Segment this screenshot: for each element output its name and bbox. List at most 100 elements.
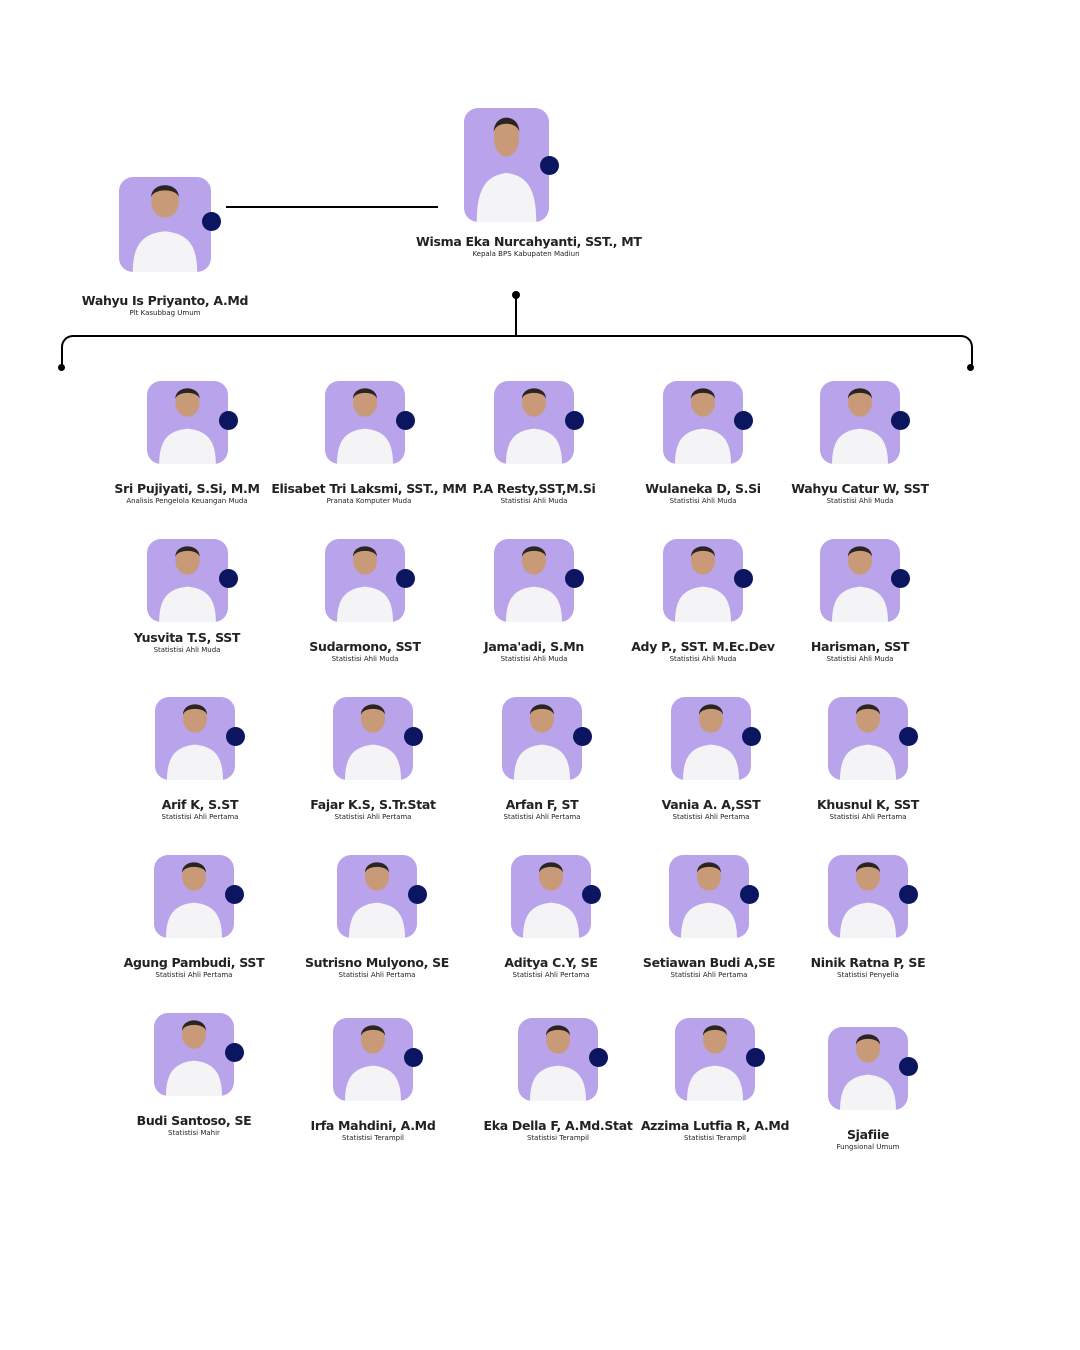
person-name: Fajar K.S, S.Tr.Stat (310, 797, 436, 812)
badge-dot (899, 727, 918, 746)
connector-node (512, 291, 520, 299)
person-photo-icon (349, 861, 405, 938)
person-role: Statistisi Mahir (168, 1129, 220, 1137)
person-name: Sri Pujiyati, S.Si, M.M (114, 481, 260, 496)
profile-photo (154, 1013, 234, 1096)
profile-photo (147, 539, 228, 622)
profile-photo (511, 855, 591, 938)
badge-dot (746, 1048, 765, 1067)
person-name: Wahyu Catur W, SST (791, 481, 929, 496)
profile-photo (663, 539, 743, 622)
profile-photo (828, 697, 908, 780)
person-photo-icon (132, 184, 198, 272)
profile-photo (675, 1018, 755, 1101)
badge-dot (396, 569, 415, 588)
person-photo-icon (530, 1024, 586, 1101)
badge-dot (219, 411, 238, 430)
person-name: Arfan F, ST (505, 797, 579, 812)
person-photo-icon (345, 703, 401, 780)
person-name: P.A Resty,SST,M.Si (472, 481, 596, 496)
connector-node-left (58, 364, 65, 371)
person-role: Statistisi Ahli Muda (826, 497, 894, 505)
person-name: Eka Della F, A.Md.Stat (483, 1118, 633, 1133)
person-role: Statistisi Ahli Pertama (334, 813, 412, 821)
person-photo-icon (840, 861, 896, 938)
person-role: Statistisi Ahli Pertama (338, 971, 416, 979)
person-name: Budi Santoso, SE (136, 1113, 252, 1128)
person-photo-icon (523, 861, 579, 938)
profile-photo (669, 855, 749, 938)
profile-photo (828, 855, 908, 938)
person-photo-icon (167, 703, 223, 780)
person-role: Plt Kasubbag Umum (129, 309, 201, 317)
person-photo-icon (514, 703, 570, 780)
badge-dot (565, 411, 584, 430)
badge-dot (225, 885, 244, 904)
person-photo-icon (675, 545, 731, 622)
person-role: Fungsional Umum (836, 1143, 900, 1151)
person-photo-icon (832, 545, 888, 622)
badge-dot (589, 1048, 608, 1067)
person-photo-icon (166, 1019, 222, 1096)
badge-dot (891, 411, 910, 430)
badge-dot (899, 885, 918, 904)
person-name: Harisman, SST (810, 639, 910, 654)
badge-dot (899, 1057, 918, 1076)
profile-photo (147, 381, 228, 464)
badge-dot (742, 727, 761, 746)
person-role: Pranata Komputer Muda (326, 497, 412, 505)
person-photo-icon (159, 387, 216, 464)
person-role: Statistisi Ahli Pertama (512, 971, 590, 979)
person-name: Elisabet Tri Laksmi, SST., MM (271, 481, 467, 496)
person-photo-icon (683, 703, 739, 780)
connector-head-secretary (226, 206, 438, 208)
profile-photo (154, 855, 234, 938)
badge-dot (540, 156, 559, 175)
person-photo-icon (337, 387, 393, 464)
badge-dot (565, 569, 584, 588)
person-name: Sudarmono, SST (309, 639, 421, 654)
person-role: Statistisi Ahli Pertama (672, 813, 750, 821)
profile-photo (663, 381, 743, 464)
person-name: Sutrisno Mulyono, SE (304, 955, 450, 970)
profile-photo (333, 1018, 413, 1101)
profile-photo (518, 1018, 598, 1101)
profile-photo (464, 108, 549, 222)
profile-photo (325, 381, 405, 464)
person-photo-icon (337, 545, 393, 622)
person-name: Sjafiie (846, 1127, 890, 1142)
connector-vertical (515, 295, 517, 336)
person-role: Statistisi Ahli Pertama (161, 813, 239, 821)
person-role: Statistisi Terampil (341, 1134, 405, 1142)
badge-dot (202, 212, 221, 231)
badge-dot (225, 1043, 244, 1062)
profile-photo (325, 539, 405, 622)
person-name: Wahyu Is Priyanto, A.Md (81, 293, 249, 308)
person-photo-icon (681, 861, 737, 938)
person-role: Statistisi Ahli Pertama (670, 971, 748, 979)
person-name: Irfa Mahdini, A.Md (310, 1118, 436, 1133)
person-photo-icon (840, 703, 896, 780)
person-role: Statistisi Ahli Muda (153, 646, 221, 654)
person-name: Jama'adi, S.Mn (483, 639, 585, 654)
person-name: Aditya C.Y, SE (504, 955, 598, 970)
connector-node-right (967, 364, 974, 371)
person-role: Statistisi Ahli Muda (669, 655, 737, 663)
badge-dot (396, 411, 415, 430)
person-photo-icon (345, 1024, 401, 1101)
profile-photo (494, 539, 574, 622)
person-name: Setiawan Budi A,SE (642, 955, 776, 970)
badge-dot (226, 727, 245, 746)
person-role: Statistisi Ahli Muda (500, 655, 568, 663)
profile-photo (333, 697, 413, 780)
person-photo-icon (159, 545, 216, 622)
profile-photo (494, 381, 574, 464)
connector-bracket (61, 335, 973, 369)
person-role: Statistisi Ahli Muda (669, 497, 737, 505)
badge-dot (404, 727, 423, 746)
badge-dot (404, 1048, 423, 1067)
profile-photo (337, 855, 417, 938)
person-photo-icon (506, 387, 562, 464)
badge-dot (582, 885, 601, 904)
person-name: Agung Pambudi, SST (123, 955, 265, 970)
